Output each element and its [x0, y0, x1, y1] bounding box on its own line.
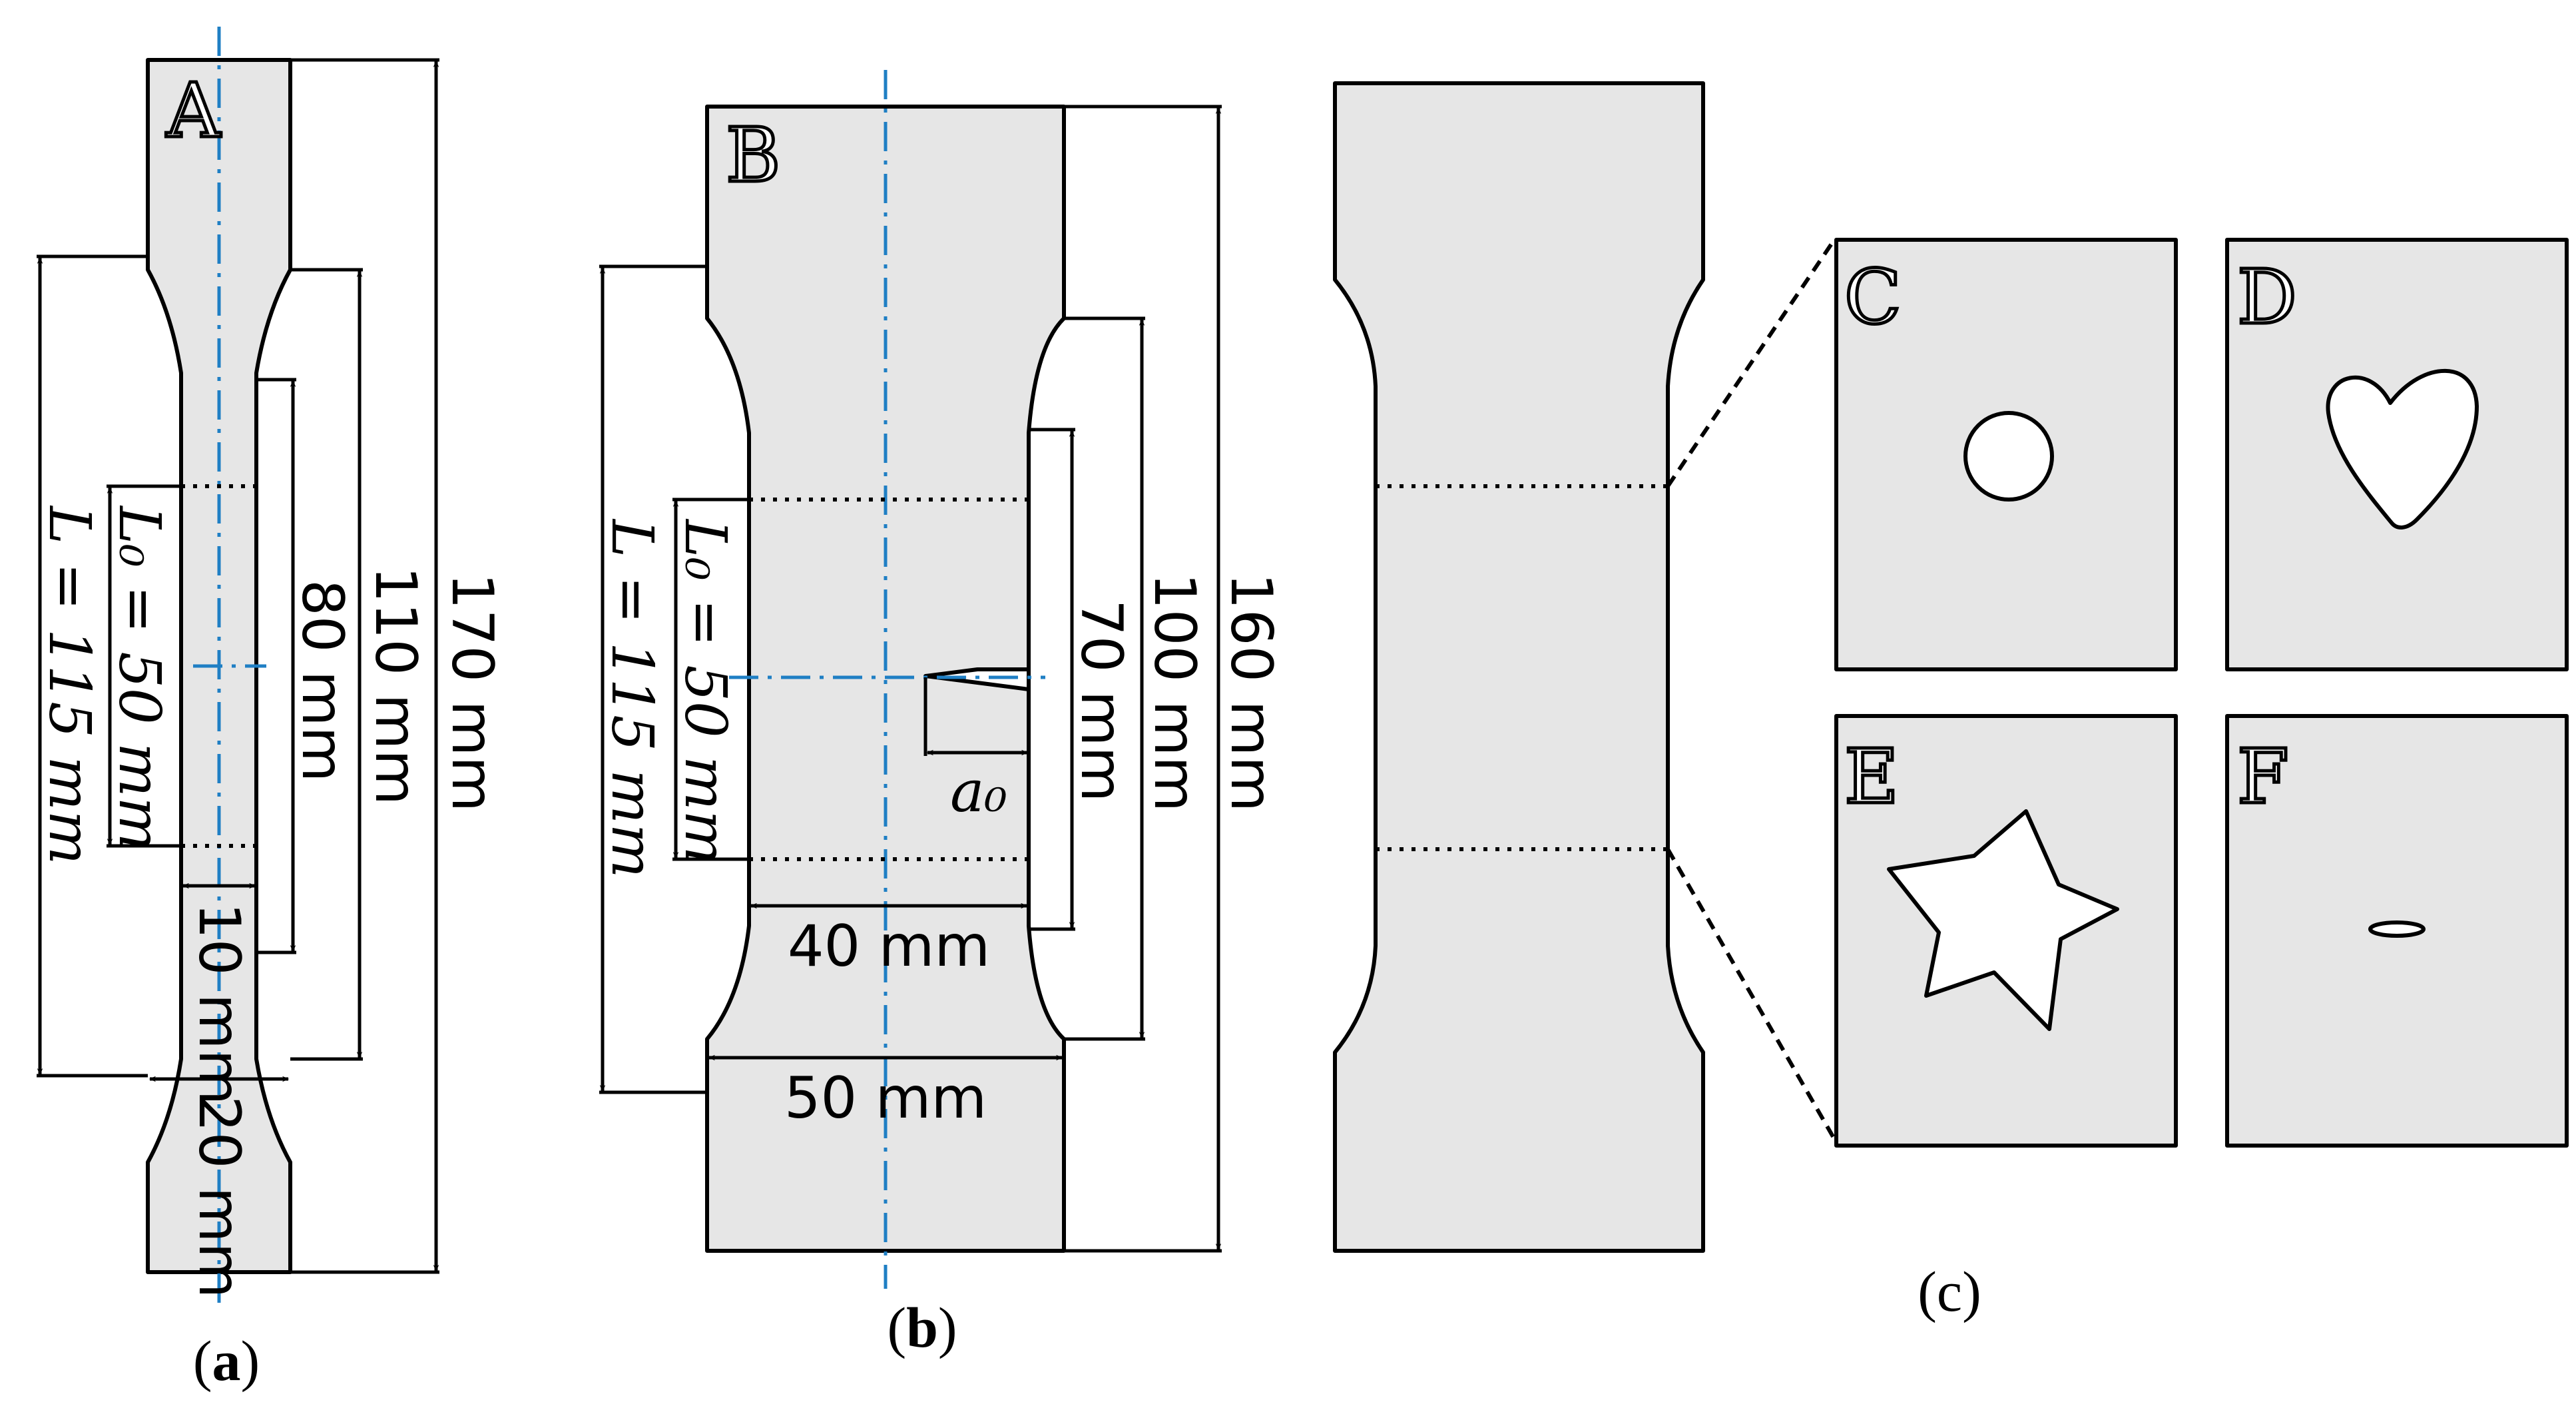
inset-d: D: [2225, 238, 2569, 671]
dim-40-label: 40 mm: [788, 913, 990, 980]
inset-f-label: F: [2237, 734, 2289, 821]
inset-e-label: E: [1844, 734, 1899, 821]
inset-f: F: [2225, 714, 2569, 1148]
caption-b: (b): [887, 1295, 957, 1359]
dim-80-label: 80 mm: [289, 579, 356, 782]
zoom-line-top: [1666, 238, 1836, 488]
ellipse-defect: [2368, 920, 2426, 938]
dim-a0-label: a₀: [950, 759, 1007, 825]
dim-50-label: 50 mm: [784, 1065, 987, 1132]
dim-L-label-b: L = 115 mm: [599, 518, 665, 878]
specimen-c-shape: [1333, 81, 1705, 1253]
dim-L0-label-a: L₀ = 50 mm: [106, 505, 172, 851]
inset-c-label: C: [1844, 254, 1902, 341]
specimen-label-b: B: [726, 113, 780, 199]
dim-110-label: 110 mm: [362, 566, 429, 805]
dim-10-label: 10 mm: [186, 902, 252, 1105]
zoom-line-bottom: [1666, 848, 1836, 1140]
inset-e: E: [1834, 714, 2178, 1148]
dim-70-label: 70 mm: [1068, 599, 1135, 802]
panel-c: C D E F (c): [1333, 81, 2569, 1323]
inset-c: C: [1834, 238, 2178, 671]
caption-c: (c): [1918, 1259, 1981, 1323]
dim-20-label: 20 mm: [186, 1096, 252, 1298]
dim-L0-label-b: L₀ = 50 mm: [672, 518, 738, 865]
caption-a: (a): [193, 1329, 260, 1393]
circle-defect: [1963, 411, 2054, 502]
dim-170-label: 170 mm: [439, 573, 505, 812]
panel-b: B 160 mm 100 mm 70 mm L = 115 mm L₀ = 50…: [599, 70, 1284, 1359]
dim-L-label-a: L = 115 mm: [36, 505, 103, 865]
inset-d-label: D: [2237, 254, 2297, 341]
panel-a: A 170 mm 110 mm 80 mm L = 115 mm L₀ = 50…: [36, 27, 505, 1393]
dim-160-label: 160 mm: [1218, 573, 1284, 812]
dim-100-label: 100 mm: [1141, 573, 1208, 812]
notch: [923, 667, 1031, 691]
heart-defect: [2326, 368, 2479, 529]
star-defect: [1887, 809, 2119, 1031]
specimen-label-a: A: [166, 68, 221, 155]
